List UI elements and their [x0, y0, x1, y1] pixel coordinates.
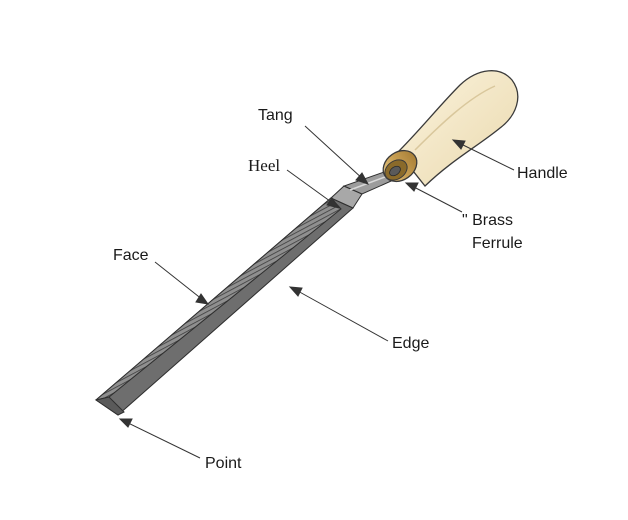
file-point-shape: [94, 396, 125, 416]
heel-arrow: [286, 169, 335, 205]
file-handle: [397, 70, 519, 187]
label-point: Point: [205, 455, 242, 472]
leader-arrows: [118, 125, 515, 459]
heel-arrowhead: [326, 197, 341, 209]
handle-arrowhead: [451, 139, 466, 150]
tang-arrowhead: [355, 172, 370, 185]
label-ferrule: Ferrule: [472, 235, 523, 252]
tang-arrow: [304, 125, 365, 181]
label-edge: Edge: [392, 335, 430, 352]
label-brass: " Brass: [462, 212, 514, 229]
label-handle: Handle: [517, 165, 568, 182]
ferrule-arrow: [411, 185, 463, 213]
edge-arrowhead: [288, 286, 303, 297]
label-face: Face: [113, 247, 149, 264]
label-tang: Tang: [258, 107, 293, 124]
label-heel: Heel: [248, 156, 281, 175]
point-arrowhead: [118, 418, 133, 428]
handle-wood-shape: [397, 70, 519, 187]
brass-ferrule: [382, 149, 418, 183]
edge-arrow: [295, 289, 389, 342]
file-body: [94, 185, 363, 416]
file-face-shape: [95, 197, 342, 401]
ferrule-arrowhead: [404, 182, 419, 192]
face-arrowhead: [195, 293, 210, 305]
handle-arrow: [458, 142, 515, 171]
face-arrow: [154, 261, 204, 301]
point-arrow: [125, 421, 201, 459]
